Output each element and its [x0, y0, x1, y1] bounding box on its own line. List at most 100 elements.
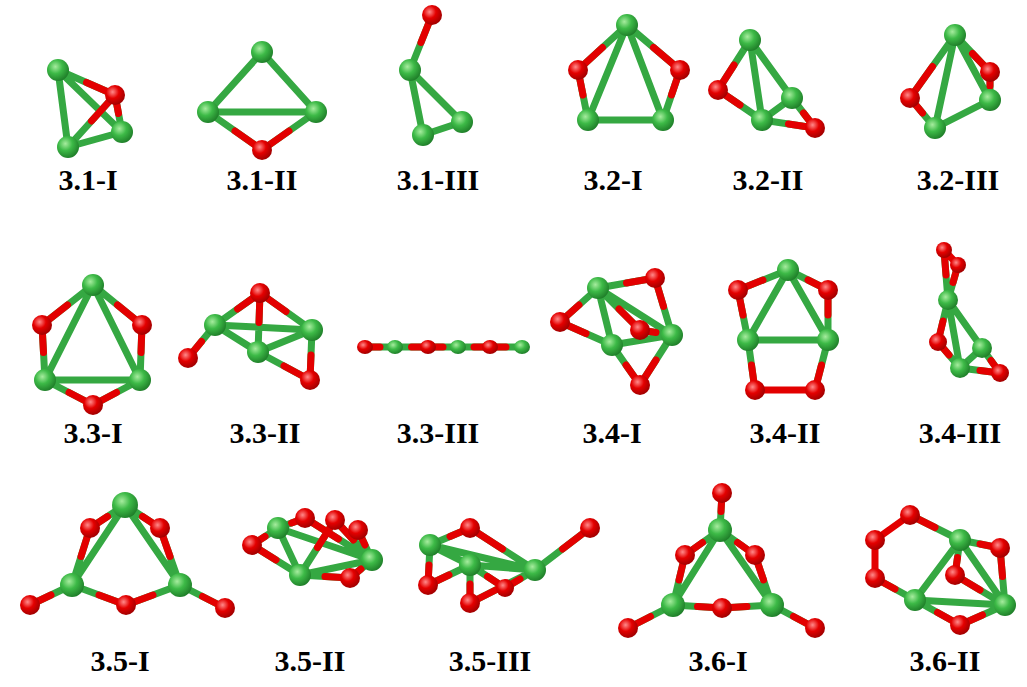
molecule	[178, 283, 323, 390]
cluster-atom	[459, 554, 481, 576]
bond-lines	[30, 517, 225, 609]
oxygen-atom	[105, 85, 125, 105]
oxygen-atom	[708, 80, 728, 100]
structure-label: 3.1-II	[227, 163, 298, 197]
cluster-atom	[661, 324, 683, 346]
oxygen-atom	[300, 370, 320, 390]
cluster-atom	[60, 573, 84, 597]
cluster-atom	[616, 14, 638, 36]
oxygen-atom	[818, 280, 838, 300]
cluster-atom	[904, 589, 926, 611]
oxygen-atom	[460, 518, 480, 538]
cluster-atom	[924, 117, 946, 139]
structure-label: 3.5-III	[449, 644, 532, 678]
structure-label: 3.1-III	[397, 163, 480, 197]
oxygen-atom	[20, 595, 40, 615]
structure-label: 3.4-I	[582, 416, 641, 450]
cluster-atom	[251, 41, 273, 63]
oxygen-atom	[712, 598, 732, 618]
oxygen-atom	[675, 545, 695, 565]
oxygen-atom	[945, 565, 965, 585]
molecule	[32, 274, 152, 415]
cluster-atom	[944, 24, 966, 46]
oxygen-atom	[348, 520, 368, 540]
oxygen-atom	[580, 518, 600, 538]
bond-lines	[560, 278, 672, 385]
oxygen-atom	[550, 312, 570, 332]
structure-label: 3.4-III	[919, 416, 1002, 450]
oxygen-atom	[745, 545, 765, 565]
oxygen-atom	[418, 575, 438, 595]
bond-lines	[938, 250, 1000, 373]
oxygen-atom	[950, 615, 970, 635]
cluster-atom	[399, 59, 421, 81]
cluster-atom	[938, 290, 958, 310]
oxygen-atom	[728, 280, 748, 300]
oxygen-atom	[900, 88, 920, 108]
oxygen-atom	[295, 508, 315, 528]
cluster-atom	[739, 29, 761, 51]
oxygen-atom	[150, 518, 170, 538]
molecule	[900, 24, 1001, 139]
cluster-atom	[197, 101, 219, 123]
cluster-atom	[450, 340, 466, 354]
oxygen-atom	[630, 320, 650, 340]
oxygen-atom	[805, 618, 825, 638]
molecule	[20, 492, 235, 618]
cluster-atom	[751, 109, 773, 131]
oxygen-atom	[460, 593, 480, 613]
bond-lines	[910, 35, 990, 128]
cluster-atom	[760, 593, 784, 617]
oxygen-atom	[805, 118, 825, 138]
cluster-atom	[601, 334, 623, 356]
cluster-atom	[652, 109, 674, 131]
bond-lines	[188, 293, 311, 380]
structure-label: 3.3-I	[63, 416, 122, 450]
molecule	[550, 268, 683, 395]
bond-lines	[42, 305, 142, 405]
bond-lines	[875, 515, 1003, 625]
oxygen-atom	[568, 60, 588, 80]
cluster-atom	[34, 369, 56, 391]
oxygen-atom	[496, 579, 514, 597]
cluster-atom	[82, 274, 104, 296]
molecule	[929, 242, 1009, 382]
cluster-atom	[777, 259, 799, 281]
oxygen-atom	[805, 380, 825, 400]
cluster-atom	[949, 529, 971, 551]
cluster-atom	[972, 338, 992, 358]
oxygen-atom	[929, 333, 947, 351]
cluster-atom	[361, 549, 383, 571]
oxygen-atom	[357, 340, 373, 354]
oxygen-atom	[215, 598, 235, 618]
oxygen-atom	[630, 375, 650, 395]
molecule	[568, 14, 690, 131]
cluster-atom	[301, 319, 323, 341]
oxygen-atom	[83, 395, 103, 415]
oxygen-atom	[116, 595, 136, 615]
bond-lines	[628, 493, 815, 628]
bond-lines	[208, 52, 316, 150]
cluster-atom	[129, 369, 151, 391]
structure-label: 3.5-II	[275, 644, 346, 678]
molecule	[242, 508, 383, 588]
bond-lines	[628, 493, 815, 628]
cluster-atom	[587, 277, 609, 299]
cluster-atom	[661, 593, 685, 617]
bond-lines	[578, 25, 680, 120]
structure-label: 3.3-III	[397, 416, 480, 450]
cluster-atom	[289, 564, 311, 586]
structure-label: 3.2-II	[733, 163, 804, 197]
oxygen-atom	[670, 60, 690, 80]
cluster-atom	[247, 341, 269, 363]
molecule	[708, 29, 825, 138]
bond-lines	[428, 528, 590, 603]
oxygen-atom	[865, 568, 885, 588]
cluster-atom	[111, 121, 133, 143]
oxygen-atom	[482, 340, 498, 354]
structure-label: 3.2-I	[583, 163, 642, 197]
cluster-atom	[979, 89, 1001, 111]
cluster-atom	[112, 492, 138, 518]
cluster-atom	[781, 87, 803, 109]
